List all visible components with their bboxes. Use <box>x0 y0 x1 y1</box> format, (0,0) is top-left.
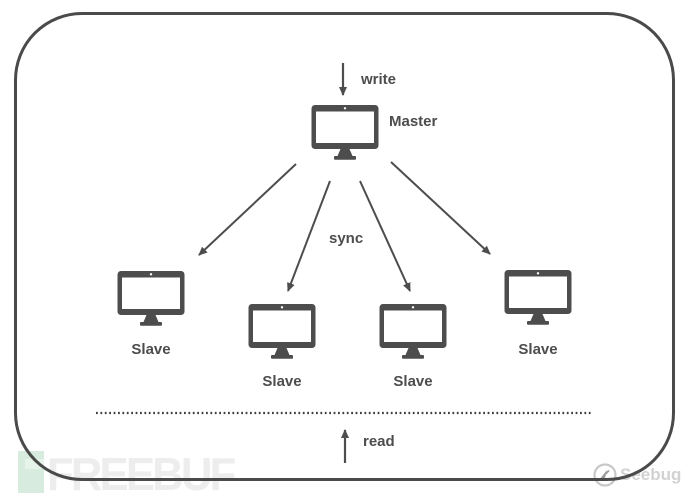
sync-arrow-to-slave-4 <box>390 161 491 255</box>
sync-arrow-to-slave-3 <box>359 180 411 292</box>
master-node <box>311 105 379 166</box>
slave-monitor-icon <box>117 271 185 326</box>
slave-node-2 <box>248 304 316 365</box>
slave-label-2: Slave <box>262 373 302 390</box>
slave-monitor-icon <box>379 304 447 359</box>
slave-node-4 <box>504 270 572 331</box>
master-label: Master <box>389 113 438 130</box>
diagram-border-frame <box>14 12 675 481</box>
slave-monitor-icon <box>248 304 316 359</box>
slave-monitor-icon <box>504 270 572 325</box>
read-label: read <box>363 433 395 450</box>
slave-node-3 <box>379 304 447 365</box>
slave-node-1 <box>117 271 185 332</box>
slave-label-3: Slave <box>393 373 433 390</box>
sync-label: sync <box>329 230 364 247</box>
sync-arrow-to-slave-2 <box>287 180 331 292</box>
master-monitor-icon <box>311 105 379 160</box>
slave-label-4: Slave <box>518 341 558 358</box>
write-label: write <box>361 71 397 88</box>
sync-arrow-to-slave-1 <box>198 163 297 256</box>
slave-label-1: Slave <box>131 341 171 358</box>
